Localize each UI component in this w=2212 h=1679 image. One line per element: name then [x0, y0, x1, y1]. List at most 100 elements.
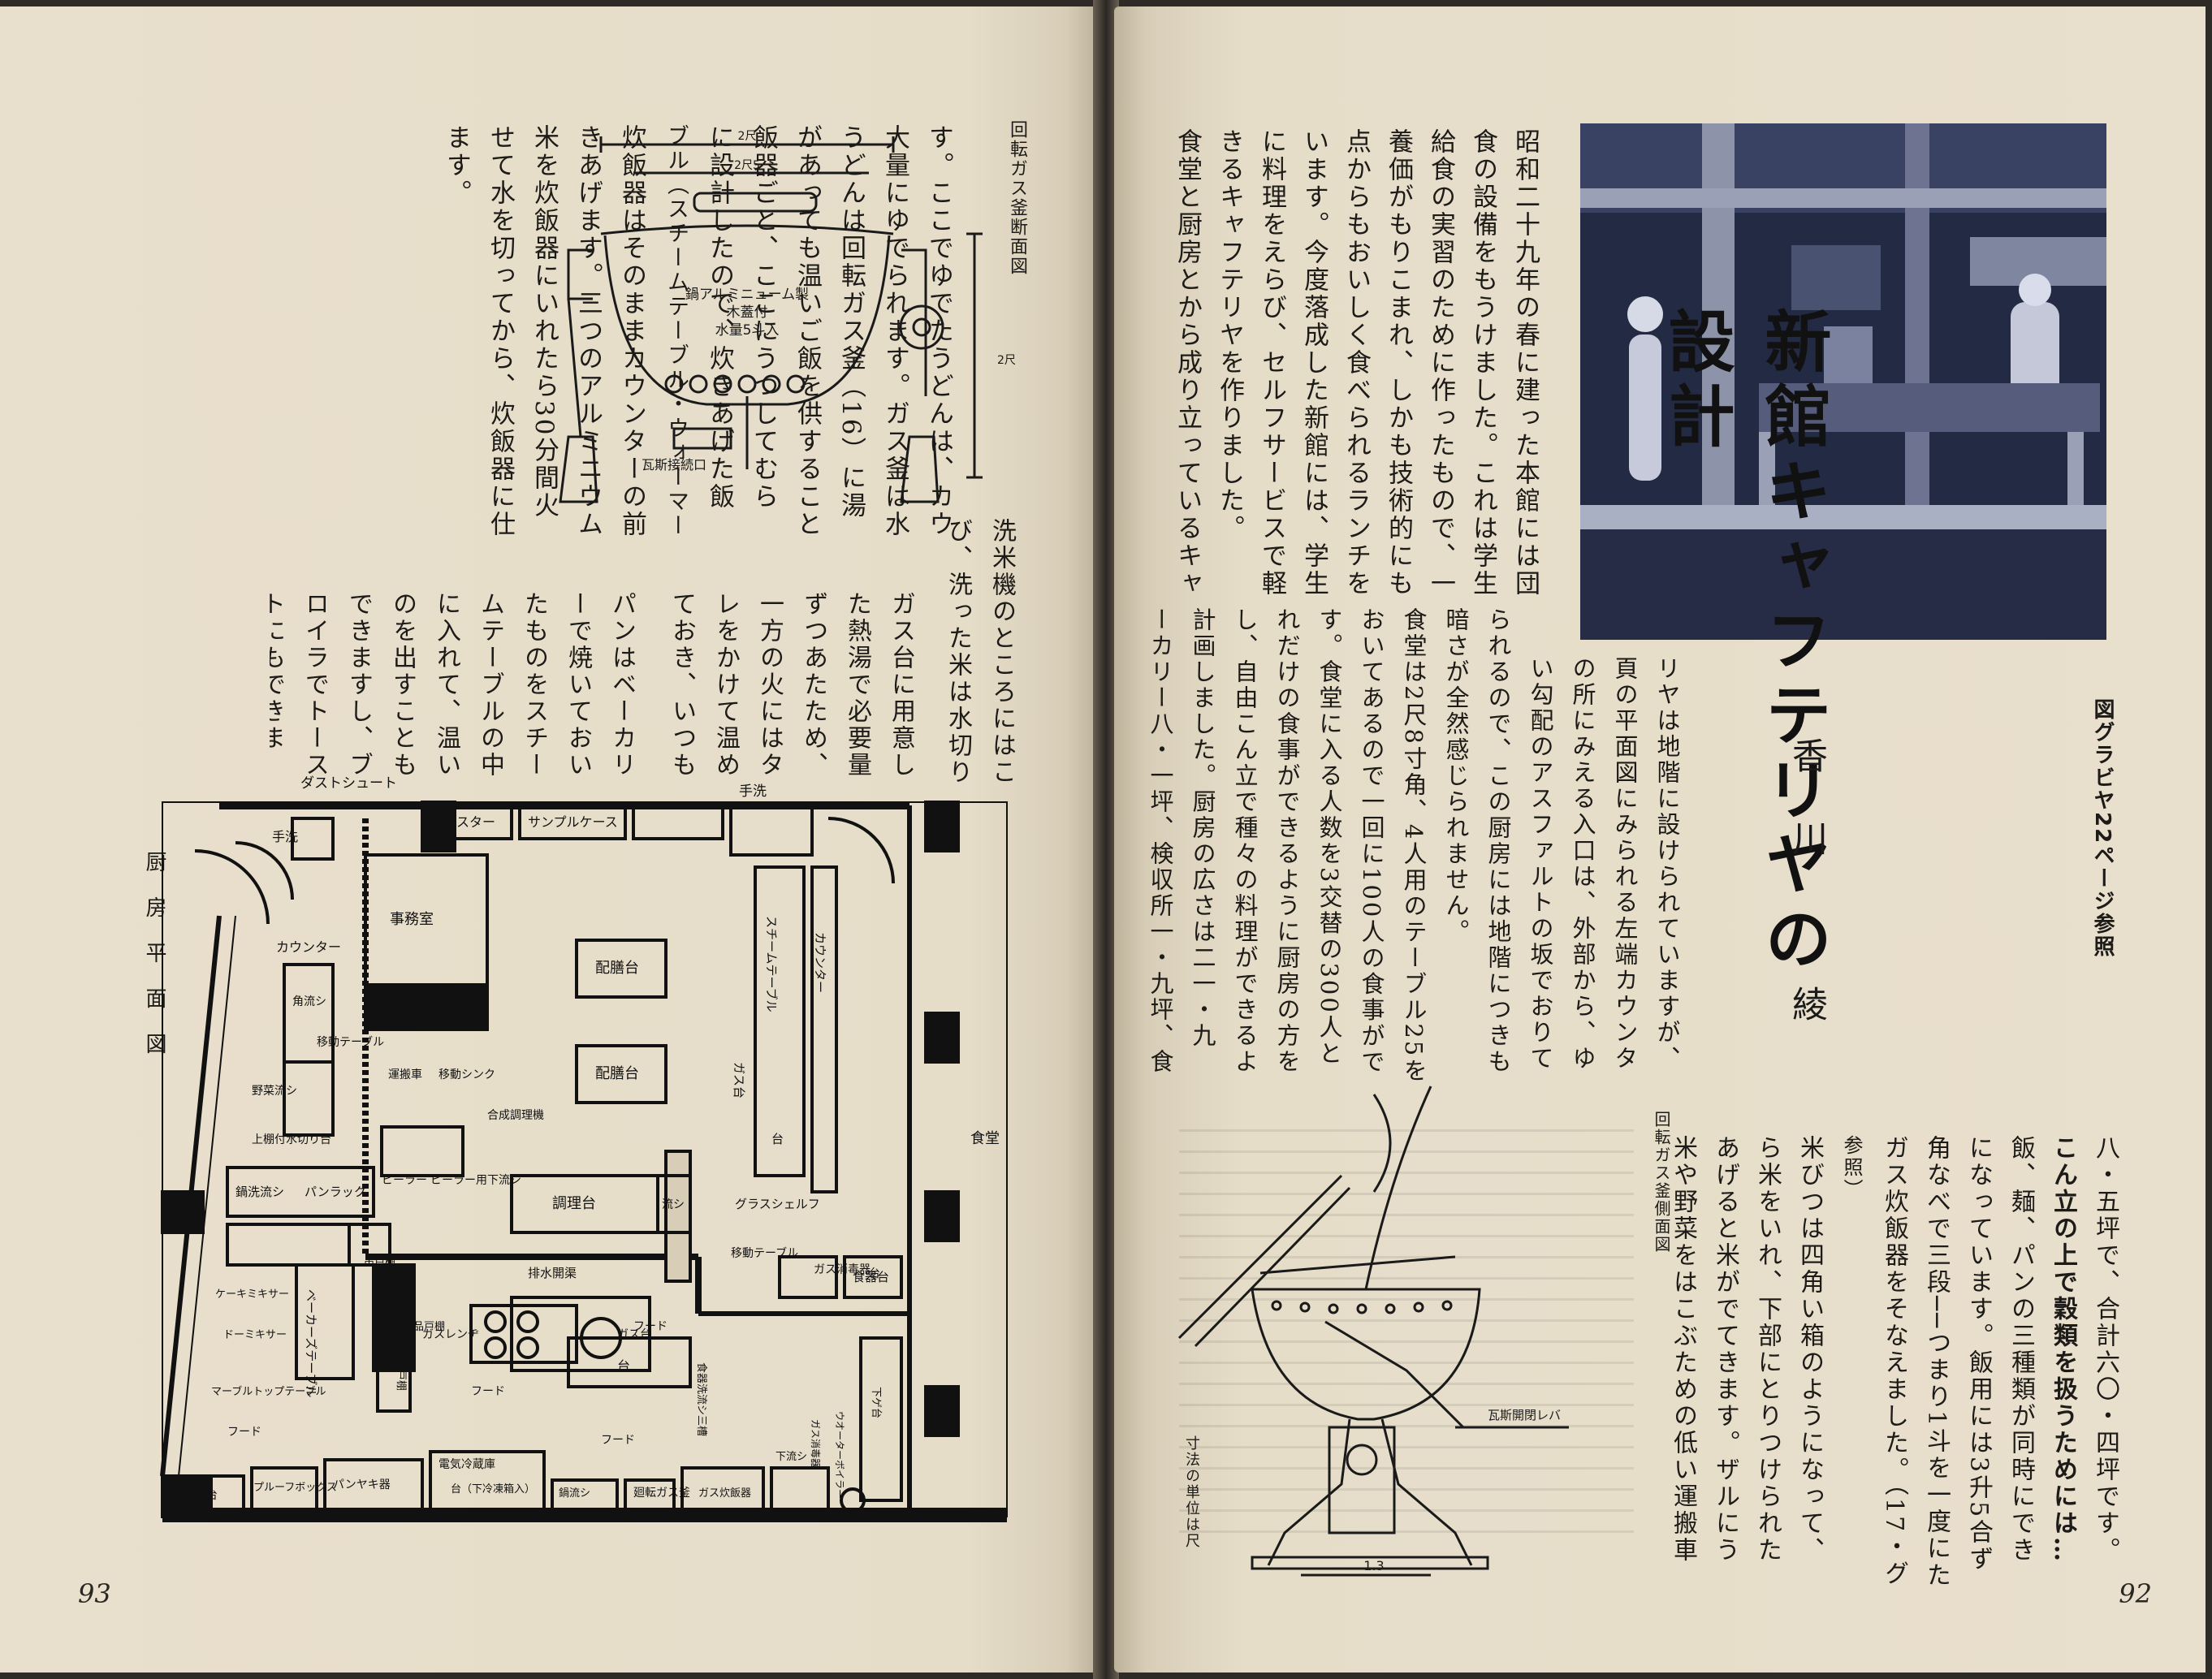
right-mid-col-7: 食堂は2尺8寸角、4人用のテーブル25を	[1400, 607, 1428, 1085]
plan-hand-wash-top: 手洗	[739, 783, 767, 800]
plan-sink: 流シ	[662, 1198, 685, 1211]
plan-gas-stand: ガス台	[617, 1328, 651, 1341]
kettle-section-diagram: 鍋アルミニューム製 木蓋付 水量5斗入 瓦斯接続口 2尺 2尺5 2尺	[559, 130, 1016, 503]
right-mid-col-11: し、自由こん立で種々の料理ができるように	[1231, 607, 1259, 1075]
plan-shelf-drain: 上棚付水切り台	[252, 1133, 331, 1146]
plan-dough-mixer: ドーミキサー	[223, 1329, 287, 1341]
right-bottom-col-9: ら米をいれ、下部にとりつけられた板を引き	[1753, 1135, 1782, 1564]
left-page-number: 93	[78, 1578, 111, 1609]
plan-material-shelf: 材料製品戸棚	[382, 1321, 445, 1333]
plan-bread-oven: パンヤキ器	[333, 1478, 391, 1491]
kettle-dim-top2: 2尺5	[734, 159, 760, 172]
plan-register: レヂスター	[430, 814, 495, 830]
plan-hood-4: フード	[601, 1434, 635, 1447]
plan-hood-3: フード	[227, 1426, 261, 1439]
right-mid-col-13: ーカリー八・一坪、検収所一・九坪、食堂二	[1147, 607, 1174, 1075]
plan-pot-sink: 鍋流シ	[559, 1487, 590, 1500]
right-mid-col-9: す。食堂に入る人数を3交替の300人とみてそ	[1316, 607, 1343, 1067]
right-page: 図グラビヤ22ページ参照 昭和二十九年の春に建った本館には団体給 食の設備をもう…	[1114, 6, 2206, 1673]
right-mid-col-12: 計画しました。厨房の広さは二一・九坪、ベ	[1189, 607, 1216, 1049]
right-bottom-col-6: ガス炊飯器をそなえました。（17・グラビヤ	[1880, 1135, 1908, 1588]
plan-peeler: ピーラー	[382, 1174, 427, 1187]
kitchen-floor-plan: ダストシュート 手洗 手洗 レヂスター サンプルケース 事務室 カウンター 配膳…	[160, 775, 1008, 1522]
plan-gas-table: ガス台	[732, 1062, 746, 1098]
right-bottom-col-7: 参照）	[1840, 1135, 1863, 1201]
right-mid-col-3: の所にみえる入口は、外部から、ゆる	[1569, 656, 1596, 1072]
plan-pan-wash: 鍋洗流シ	[235, 1185, 284, 1199]
plan-stand-2: 台	[869, 1267, 880, 1280]
plan-gas-table-2: ガス台	[184, 1489, 218, 1502]
plan-veg-sink: 野菜流シ	[252, 1085, 297, 1098]
plan-office: 事務室	[390, 911, 434, 928]
plan-moving-sink: 移動シンク	[439, 1068, 495, 1081]
left-body-col-7: に設計したので、炊きあげた飯は、四角い炊	[705, 124, 734, 511]
kettle-dim-top1: 2尺	[738, 130, 757, 143]
plan-moving-table: 移動テーブル	[317, 1035, 384, 1049]
plan-sample-case: サンプルケース	[528, 814, 618, 830]
left-page: ます。 せて水を切ってから、炊飯器に仕掛けてたき 米を炊飯器にいれたら30分間火…	[0, 6, 1098, 1673]
plan-table: 台	[771, 1132, 784, 1146]
right-bottom-col-11: 米や野菜をはこぶための低い運搬車にのせて	[1669, 1135, 1697, 1564]
plan-drain: 排水開渠	[528, 1266, 577, 1280]
kettle-dim-side: 2尺	[997, 354, 1016, 367]
right-body-col-5: 点からもおいしく食べられるランチを供して	[1341, 128, 1371, 598]
right-bottom-col-8: 米びつは四角い箱のようになって、上部か	[1795, 1135, 1824, 1564]
plan-peeler-sink: ピーラー用下流シ	[430, 1174, 521, 1187]
article-title: 新館キャフテリヤの設計	[1647, 307, 1840, 1005]
right-body-col-2: 食の設備をもうけました。これは学生の学校	[1468, 128, 1497, 598]
print-through-ghost	[1179, 1111, 1634, 1533]
kettle-side-valve: 瓦斯開閉レバ	[1488, 1408, 1561, 1422]
right-mid-col-6: 暗さが全然感じられません。	[1442, 607, 1470, 945]
right-body-col-7: に料理をえらび、セルフサービスで軽食ので	[1257, 128, 1286, 598]
right-body-col-1: 昭和二十九年の春に建った本館には団体給	[1510, 128, 1540, 598]
left-body-col-3: 米を炊飯器にいれたら30分間火をつけて炊	[529, 124, 559, 520]
plan-rotary-kettle: 廻転ガス釜	[633, 1487, 690, 1500]
right-page-number: 92	[2119, 1578, 2152, 1609]
plan-seasoning-shelf: 調味料戸棚	[395, 1338, 407, 1391]
left-body-col-1: ます。	[442, 124, 471, 207]
plan-dust-chute: ダストシュート	[300, 775, 397, 792]
left-body-col-6: ブル（スチームテーブル・ウォーマーともいう）の中にはめられるよう	[663, 124, 689, 538]
left-mid-col-b: ガス台に用意した熱湯で必要量ずつあたため、一方の火にはタレをかけて温めておき、い…	[667, 591, 915, 779]
plan-electric-fridge: 電気冷蔵庫	[439, 1457, 495, 1471]
author-name: 香川 綾	[1786, 737, 1827, 1068]
kettle-side-label: 回転ガス釜側面図	[1652, 1111, 1671, 1254]
plan-stand-fridge: 台（下冷凍箱入）	[451, 1483, 535, 1496]
right-body-col-8: きるキャフテリヤを作りました。	[1215, 128, 1244, 542]
right-bottom-col-3: 飯、麺、パンの三種類が同時にできるよう	[2007, 1135, 2035, 1564]
right-body-col-6: います。今度落成した新館には、学生が自由	[1299, 128, 1328, 598]
plan-corner-sink: 角流シ	[292, 995, 326, 1008]
kettle-capacity-note: 水量5斗入	[715, 322, 780, 339]
plan-dining: 食堂	[970, 1130, 1000, 1147]
right-body-col-3: 給食の実習のために作ったもので、一定の栄	[1426, 128, 1455, 598]
plan-moving-table-2: 移動テーブル	[731, 1246, 798, 1260]
plan-bakers-table: ベーカーズテーブル	[304, 1289, 318, 1397]
left-body-col-10: うどんは回転ガス釜（16）に湯をわかして	[836, 124, 866, 520]
plan-gas-disinfect: ガス消毒器	[810, 1419, 821, 1468]
left-body-col-4: きあげます。三つのアルミニウム製の四角い	[573, 124, 603, 538]
right-mid-col-1: リヤは地階に設けられていますが、左	[1653, 656, 1681, 1072]
plan-serving-2: 配膳台	[595, 1065, 639, 1082]
plan-hood-2: フード	[633, 1320, 667, 1333]
plan-cooking-table: 調理台	[552, 1195, 596, 1212]
plan-hand-wash-left: 手洗	[272, 829, 298, 844]
plan-gas-oven: ガス消毒器	[814, 1263, 871, 1276]
kettle-section-label: 回転ガス釜断面図	[1007, 120, 1027, 276]
right-body-col-9: 食堂と厨房とから成り立っているキャフテ	[1173, 128, 1202, 598]
plan-dish-sink: 食器洗流シ三槽	[695, 1362, 708, 1436]
right-bottom-col-5: 角なべで三段──つまり1斗を一度にたける	[1922, 1135, 1951, 1590]
kettle-gas-inlet-note: 瓦斯接続口	[642, 457, 706, 473]
right-body-col-4: 養価がもりこまれ、しかも技術的にも味覚の	[1384, 128, 1413, 598]
plan-hood-1: フード	[471, 1385, 505, 1398]
plan-gas-rice: ガス炊飯器	[698, 1487, 751, 1500]
right-mid-col-8: おいてあるので一回に100人の食事ができま	[1358, 607, 1385, 1076]
cafeteria-kitchen-photo	[1580, 123, 2106, 640]
right-mid-col-2: 頁の平面図にみられる左端カウンター	[1611, 656, 1639, 1072]
plan-dish-table: 食器台	[853, 1270, 889, 1284]
right-mid-col-10: れだけの食事ができるように厨房の方を設計	[1273, 607, 1301, 1075]
kitchen-photo-illustration	[1580, 123, 2106, 640]
right-bottom-col-2: こん立の上で穀類を扱うためには…	[2049, 1135, 2077, 1564]
dimension-unit-note: 寸法の単位は尺	[1183, 1435, 1200, 1549]
left-body-col-2: せて水を切ってから、炊飯器に仕掛けてたき	[486, 124, 515, 538]
